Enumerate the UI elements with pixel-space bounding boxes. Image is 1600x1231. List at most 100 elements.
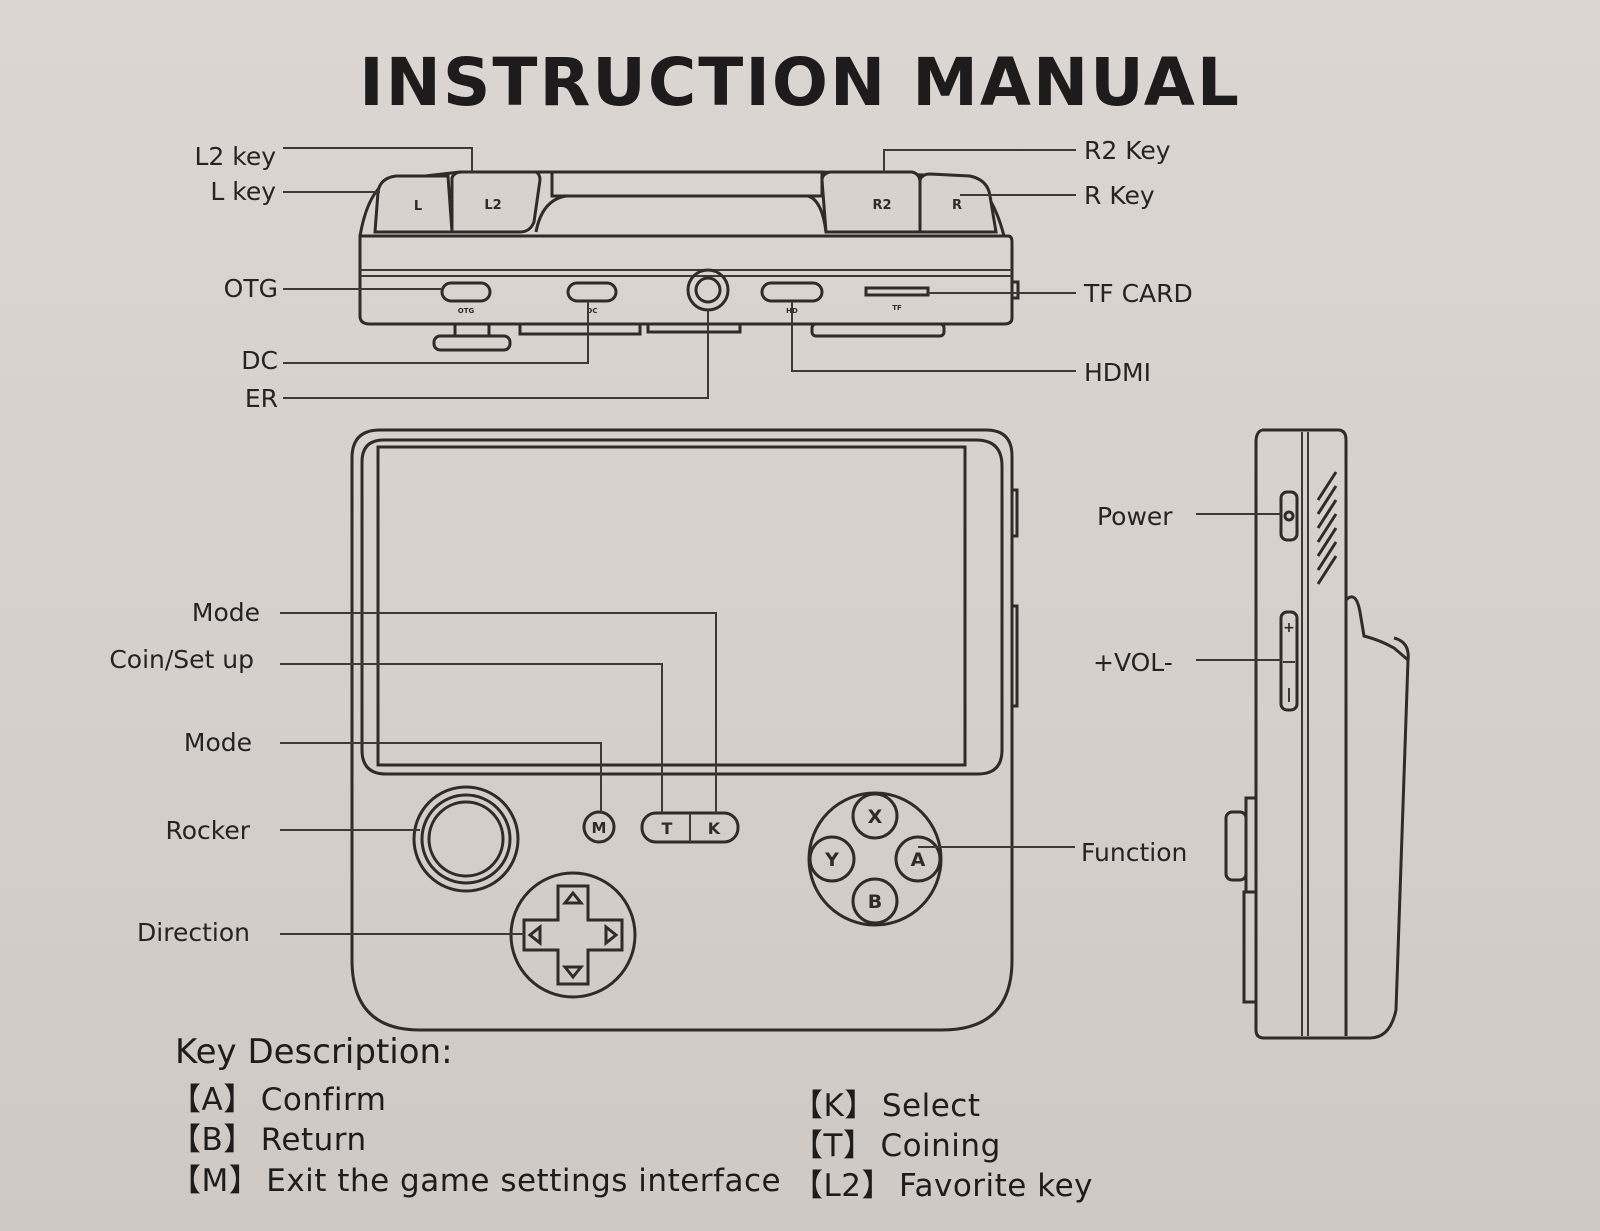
dpad-up-arrow bbox=[561, 890, 585, 905]
screen-bezel bbox=[360, 438, 1004, 776]
page-title: INSTRUCTION MANUAL bbox=[359, 44, 1241, 121]
side-outline bbox=[1254, 428, 1410, 1040]
side-edge-2 bbox=[1010, 604, 1019, 708]
leader-hdmi bbox=[791, 301, 1076, 372]
a-button bbox=[894, 835, 942, 883]
x-button-mark: X bbox=[868, 806, 883, 828]
b-button-mark: B bbox=[868, 891, 882, 913]
label-hdmi: HDMI bbox=[1084, 358, 1151, 387]
leader-coin-setup bbox=[280, 663, 663, 813]
front-view: M T K X Y A B bbox=[280, 428, 1075, 1032]
underside-ridge-left bbox=[518, 322, 642, 336]
rocker-stem bbox=[453, 322, 491, 338]
key-row-t: 【T】Coining bbox=[792, 1120, 1001, 1165]
r-button-mark: R bbox=[952, 198, 962, 213]
side-top-outline bbox=[1262, 428, 1348, 600]
label-otg: OTG bbox=[223, 274, 278, 303]
k-button-mark: K bbox=[708, 819, 721, 838]
label-r2-key: R2 Key bbox=[1084, 136, 1171, 165]
earphone-jack-inner bbox=[694, 276, 722, 304]
key-row-m: 【M】Exit the game settings interface bbox=[170, 1155, 781, 1200]
top-view-side-nub bbox=[1010, 280, 1020, 300]
key-row-k: 【K】Select bbox=[792, 1080, 980, 1125]
rocker-outer bbox=[412, 785, 520, 893]
label-mode-upper: Mode bbox=[191, 598, 260, 627]
m-button-mark: M bbox=[592, 819, 607, 837]
key-row-a: 【A】Confirm bbox=[170, 1074, 386, 1119]
top-center-panel bbox=[550, 170, 824, 198]
grip-top bbox=[1344, 595, 1409, 662]
side-edge-1 bbox=[1010, 488, 1019, 538]
leader-mode-upper bbox=[280, 612, 717, 813]
tf-card-slot bbox=[864, 286, 930, 297]
b-button bbox=[851, 877, 899, 925]
label-rocker: Rocker bbox=[165, 816, 250, 845]
volume-plus-mark: + bbox=[1283, 620, 1295, 636]
a-button-mark: A bbox=[911, 849, 926, 871]
dpad-right-arrow bbox=[604, 923, 619, 947]
underside-ridge-right bbox=[810, 322, 946, 338]
top-view-body bbox=[358, 234, 1014, 326]
side-rocker-base bbox=[1244, 796, 1258, 894]
rocker-stub bbox=[432, 334, 512, 352]
label-r-key: R Key bbox=[1084, 181, 1155, 210]
otg-port bbox=[440, 281, 492, 303]
key-desc: Coining bbox=[880, 1128, 1001, 1164]
power-button bbox=[1279, 490, 1299, 542]
key-desc: Return bbox=[260, 1122, 367, 1158]
rocker-cap bbox=[427, 800, 505, 878]
label-dc: DC bbox=[241, 346, 278, 375]
top-center-bridge bbox=[534, 194, 828, 233]
label-coin-setup: Coin/Set up bbox=[109, 645, 254, 674]
power-icon bbox=[1283, 510, 1295, 522]
t-button-mark: T bbox=[662, 819, 673, 838]
r2-button-mark: R2 bbox=[872, 198, 891, 213]
label-l2-key: L2 key bbox=[194, 142, 276, 171]
top-view: L L2 R2 R OTG DC HD TF bbox=[283, 147, 1076, 399]
key-code: 【M】 bbox=[170, 1163, 261, 1199]
l-button-mark: L bbox=[414, 199, 422, 214]
key-desc: Confirm bbox=[260, 1082, 387, 1118]
key-code: 【L2】 bbox=[792, 1168, 893, 1204]
key-code: 【B】 bbox=[170, 1122, 255, 1158]
x-button bbox=[851, 792, 899, 840]
dpad-cross bbox=[522, 884, 624, 986]
key-desc: Select bbox=[881, 1088, 981, 1124]
tf-card-mark: TF bbox=[892, 304, 902, 312]
hdmi-port bbox=[760, 281, 824, 303]
speaker-grille bbox=[1316, 471, 1338, 585]
key-code: 【A】 bbox=[170, 1082, 255, 1118]
y-button bbox=[808, 835, 856, 883]
r-button bbox=[918, 172, 998, 234]
front-body bbox=[350, 428, 1014, 1032]
m-button bbox=[582, 810, 616, 844]
otg-port-mark: OTG bbox=[458, 307, 475, 315]
r2-button bbox=[820, 170, 922, 234]
label-tf-card: TF CARD bbox=[1084, 279, 1193, 308]
leader-mode-lower bbox=[280, 742, 602, 812]
label-er: ER bbox=[244, 384, 278, 413]
key-code: 【T】 bbox=[792, 1128, 875, 1164]
leader-er bbox=[283, 310, 709, 399]
l2-button bbox=[450, 170, 542, 234]
side-dpad-profile bbox=[1242, 890, 1258, 1004]
key-row-l2: 【L2】Favorite key bbox=[792, 1160, 1093, 1205]
leader-r2 bbox=[883, 149, 1076, 172]
l-button bbox=[373, 174, 454, 234]
screen bbox=[376, 445, 967, 767]
label-function: Function bbox=[1081, 838, 1188, 867]
key-code: 【K】 bbox=[792, 1088, 876, 1124]
dpad-down-arrow bbox=[561, 965, 585, 980]
label-power: Power bbox=[1097, 502, 1173, 531]
label-l-key: L key bbox=[210, 177, 276, 206]
l2-button-mark: L2 bbox=[484, 198, 501, 213]
dc-port bbox=[566, 281, 618, 303]
rocker-ring bbox=[420, 793, 512, 885]
leader-dc bbox=[283, 301, 589, 364]
label-direction: Direction bbox=[137, 918, 250, 947]
label-volume: +VOL- bbox=[1093, 648, 1173, 677]
label-mode-lower: Mode bbox=[183, 728, 252, 757]
key-row-b: 【B】Return bbox=[170, 1114, 367, 1159]
